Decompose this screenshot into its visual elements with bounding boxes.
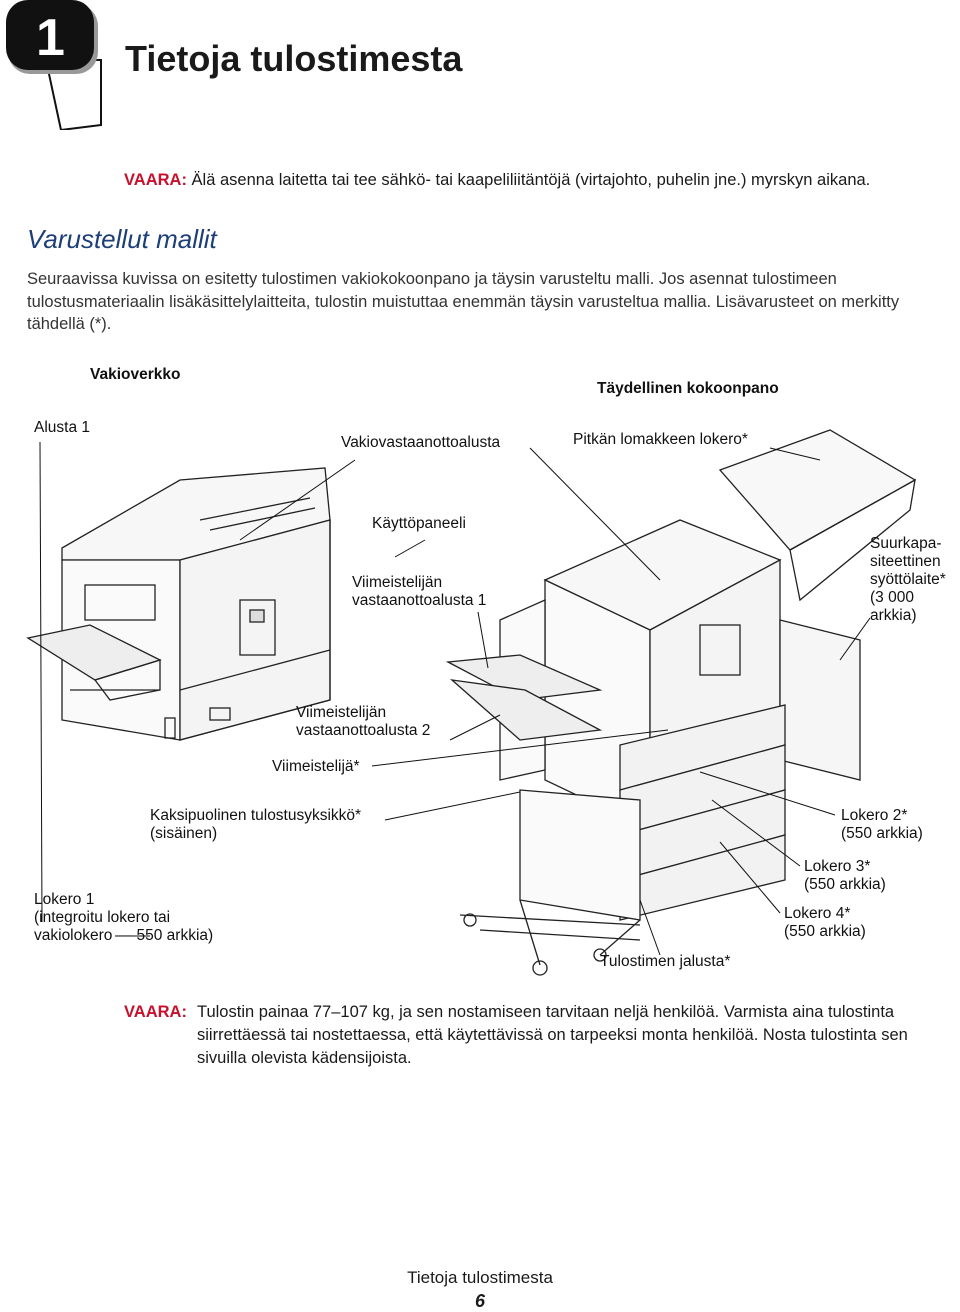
label-vakiovastaanottoalusta: Vakiovastaanottoalusta	[341, 434, 501, 451]
warning-bottom-label: VAARA:	[124, 1003, 187, 1021]
heading-full: Täydellinen kokoonpano	[597, 380, 779, 397]
label-lokero4: Lokero 4* (550 arkkia)	[784, 905, 866, 940]
label-jalusta: Tulostimen jalusta*	[600, 953, 731, 970]
warning-top: VAARA: Älä asenna laitetta tai tee sähkö…	[124, 169, 870, 192]
section-intro: Seuraavissa kuvissa on esitetty tulostim…	[27, 270, 900, 333]
warning-text: Älä asenna laitetta tai tee sähkö- tai k…	[191, 171, 871, 189]
label-pitkan-lomakkeen-lokero: Pitkän lomakkeen lokero*	[573, 431, 748, 448]
label-alusta1: Alusta 1	[34, 419, 91, 436]
chapter-title: Tietoja tulostimesta	[125, 38, 463, 79]
chapter-badge	[6, 0, 102, 130]
warning-bottom-text: Tulostin painaa 77–107 kg, ja sen nostam…	[197, 1003, 908, 1067]
printer-diagram	[26, 429, 917, 976]
footer-title: Tietoja tulostimesta	[407, 1268, 553, 1287]
label-lokero1: Lokero 1 (integroitu lokero tai vakiolok…	[34, 891, 214, 944]
chapter-number: 1	[36, 9, 65, 67]
label-viimeistelijan-alusta2: Viimeistelijän vastaanottoalusta 2	[296, 704, 431, 739]
warning-label: VAARA:	[124, 171, 187, 189]
label-kayttopaneeli: Käyttöpaneeli	[372, 515, 466, 532]
standard-printer-illustration	[26, 467, 331, 741]
label-lokero3: Lokero 3* (550 arkkia)	[804, 858, 886, 893]
label-viimeistelija: Viimeistelijä*	[272, 758, 360, 775]
label-lokero2: Lokero 2* (550 arkkia)	[841, 807, 923, 842]
label-suurkapasiteettinen: Suurkapa- siteettinen syöttölaite* (3 00…	[870, 535, 946, 624]
label-viimeistelijan-alusta1: Viimeistelijän vastaanottoalusta 1	[352, 574, 487, 609]
heading-standard: Vakioverkko	[90, 366, 181, 383]
page-number: 6	[474, 1291, 485, 1311]
label-kaksipuolinen: Kaksipuolinen tulostusyksikkö* (sisäinen…	[150, 807, 362, 842]
section-title: Varustellut mallit	[27, 224, 217, 254]
